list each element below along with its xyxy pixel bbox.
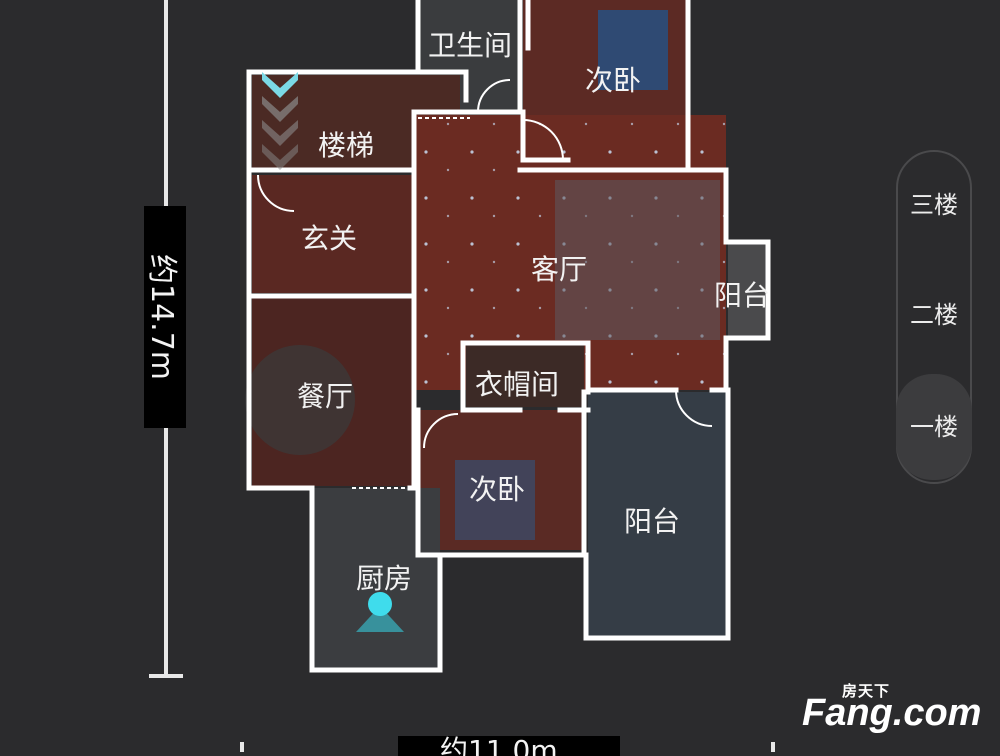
fang-watermark-logo: 房天下 Fang.com (802, 680, 992, 740)
bedroom-top-bed (598, 10, 668, 90)
floor-button-2[interactable]: 二楼 (910, 301, 958, 329)
horizontal-dimension-tick-right (771, 742, 775, 752)
room-label-stairs[interactable]: 楼梯 (318, 129, 375, 162)
room-label-entrance[interactable]: 玄关 (301, 222, 358, 255)
cloakroom-area (466, 345, 584, 407)
room-label-balcony-bottom[interactable]: 阳台 (624, 505, 681, 538)
room-label-balcony-right[interactable]: 阳台 (714, 279, 771, 312)
room-label-kitchen[interactable]: 厨房 (356, 562, 413, 595)
room-label-bedroom-top[interactable]: 次卧 (585, 64, 642, 97)
room-label-dining[interactable]: 餐厅 (297, 380, 354, 413)
balcony-bottom-area (588, 392, 726, 638)
vertical-dimension-label: 约14.7m (144, 206, 186, 428)
current-position-marker-icon (356, 592, 404, 632)
vertical-dimension-cap (149, 674, 183, 678)
open-passages (352, 117, 470, 489)
room-label-living-room[interactable]: 客厅 (531, 253, 588, 286)
floor-switcher: 三楼 二楼 一楼 (896, 150, 972, 484)
room-label-bedroom-bottom[interactable]: 次卧 (469, 473, 526, 506)
living-room-sofa (555, 180, 720, 340)
bedroom-bottom-bed (455, 460, 535, 540)
walls (246, 0, 771, 673)
dining-table (245, 345, 355, 455)
floor-button-1-active[interactable]: 一楼 (896, 374, 972, 480)
room-label-bathroom[interactable]: 卫生间 (428, 29, 513, 62)
floor-button-3[interactable]: 三楼 (910, 191, 958, 219)
door-swings (257, 79, 713, 449)
stairs-down-arrow-icon (262, 72, 298, 170)
balcony-right-area (728, 242, 766, 338)
watermark-main-text: Fang.com (802, 692, 982, 734)
entrance-area (252, 175, 414, 293)
room-label-cloakroom[interactable]: 衣帽间 (475, 368, 560, 401)
watermark-top-text: 房天下 (842, 682, 891, 700)
horizontal-dimension-tick-left (240, 742, 244, 752)
